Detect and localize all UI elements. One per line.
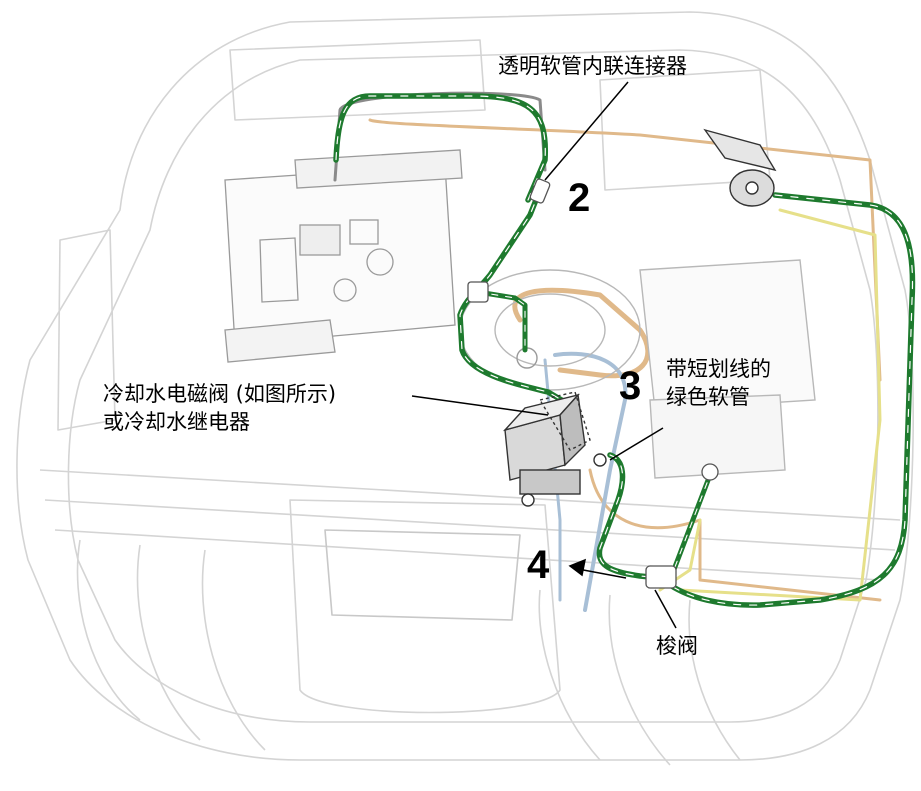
pump-area	[459, 259, 816, 479]
front-fin-4	[538, 589, 601, 761]
pcb-bottom-connectors	[224, 319, 336, 363]
front-fin-1	[76, 539, 141, 721]
step-number-3: 3	[619, 364, 642, 408]
right-block	[649, 394, 786, 479]
label-solenoid-valve-line1: 冷却水电磁阀 (如图所示)	[103, 382, 337, 406]
green-hose-main-dash	[459, 189, 571, 406]
valve-body-side	[559, 393, 586, 467]
center-panel	[289, 499, 561, 714]
leader-valve	[411, 395, 549, 416]
control-board	[224, 149, 463, 363]
green-dashed-hoses	[333, 93, 916, 608]
label-green-hose: 带短划线的 绿色软管	[666, 355, 806, 411]
leader-step4	[577, 568, 627, 579]
pcb-chip-2	[349, 219, 379, 245]
front-fin-2	[136, 544, 201, 741]
left-column	[57, 229, 116, 431]
front-bumper	[39, 469, 901, 581]
orange-tube-upper	[368, 118, 882, 382]
right-tee-fitting	[701, 463, 719, 481]
green-hose-branch-dash	[477, 291, 526, 351]
label-solenoid-valve-line2: 或冷却水继电器	[103, 410, 250, 434]
label-solenoid-valve: 冷却水电磁阀 (如图所示) 或冷却水继电器	[103, 380, 423, 436]
leader-hose	[609, 427, 664, 461]
housing-inner-rim	[67, 49, 879, 723]
green-hose-top-loop-dash	[335, 95, 546, 201]
leader-lines	[411, 81, 677, 629]
pcb-capacitor-2	[333, 278, 357, 302]
valve-manifold	[519, 469, 581, 495]
pump-head-port	[745, 181, 759, 195]
step-number-4: 4	[527, 543, 550, 587]
inline-connector	[529, 178, 551, 204]
pcb-capacitor-1	[366, 248, 394, 276]
housing-outer-shell	[16, 11, 915, 761]
label-green-hose-line1: 带短划线的	[666, 357, 771, 381]
pump-head-bracket	[703, 128, 777, 172]
blue-tube	[553, 351, 628, 612]
leader-connector	[544, 81, 629, 181]
back-plate	[229, 39, 486, 121]
step-number-2: 2	[568, 176, 591, 220]
front-fin-6	[688, 599, 741, 761]
label-inline-connector: 透明软管内联连接器	[498, 54, 687, 78]
leader-shuttle	[654, 589, 677, 629]
front-fin-3	[201, 549, 266, 751]
center-window	[324, 529, 521, 621]
right-bracket	[639, 259, 816, 411]
orange-tube-loop	[512, 287, 651, 379]
green-hose-long-loop-dash	[669, 194, 914, 606]
green-hose-valve-out-dash	[598, 454, 661, 579]
tee-fitting	[467, 281, 489, 303]
pump-head	[703, 128, 777, 207]
fittings	[467, 178, 719, 589]
yellow-tube-right	[678, 208, 882, 602]
valve-port-1	[521, 493, 535, 507]
shuttle-valve-body	[645, 565, 677, 589]
valve-port-2	[593, 453, 607, 467]
label-shuttle-valve: 梭阀	[656, 634, 698, 658]
label-green-hose-line2: 绿色软管	[666, 385, 750, 409]
arrowhead-step4	[568, 558, 587, 577]
pump-ring-inner	[494, 293, 606, 367]
machine-housing	[16, 11, 915, 766]
pcb-chip-1	[299, 224, 341, 256]
green-hose-shuttle-right-dash	[669, 474, 711, 581]
valve-cap-hatched	[538, 391, 591, 451]
pcb-trace-block	[259, 237, 299, 303]
front-fin-5	[608, 594, 671, 766]
coolant-solenoid-valve	[502, 391, 607, 507]
